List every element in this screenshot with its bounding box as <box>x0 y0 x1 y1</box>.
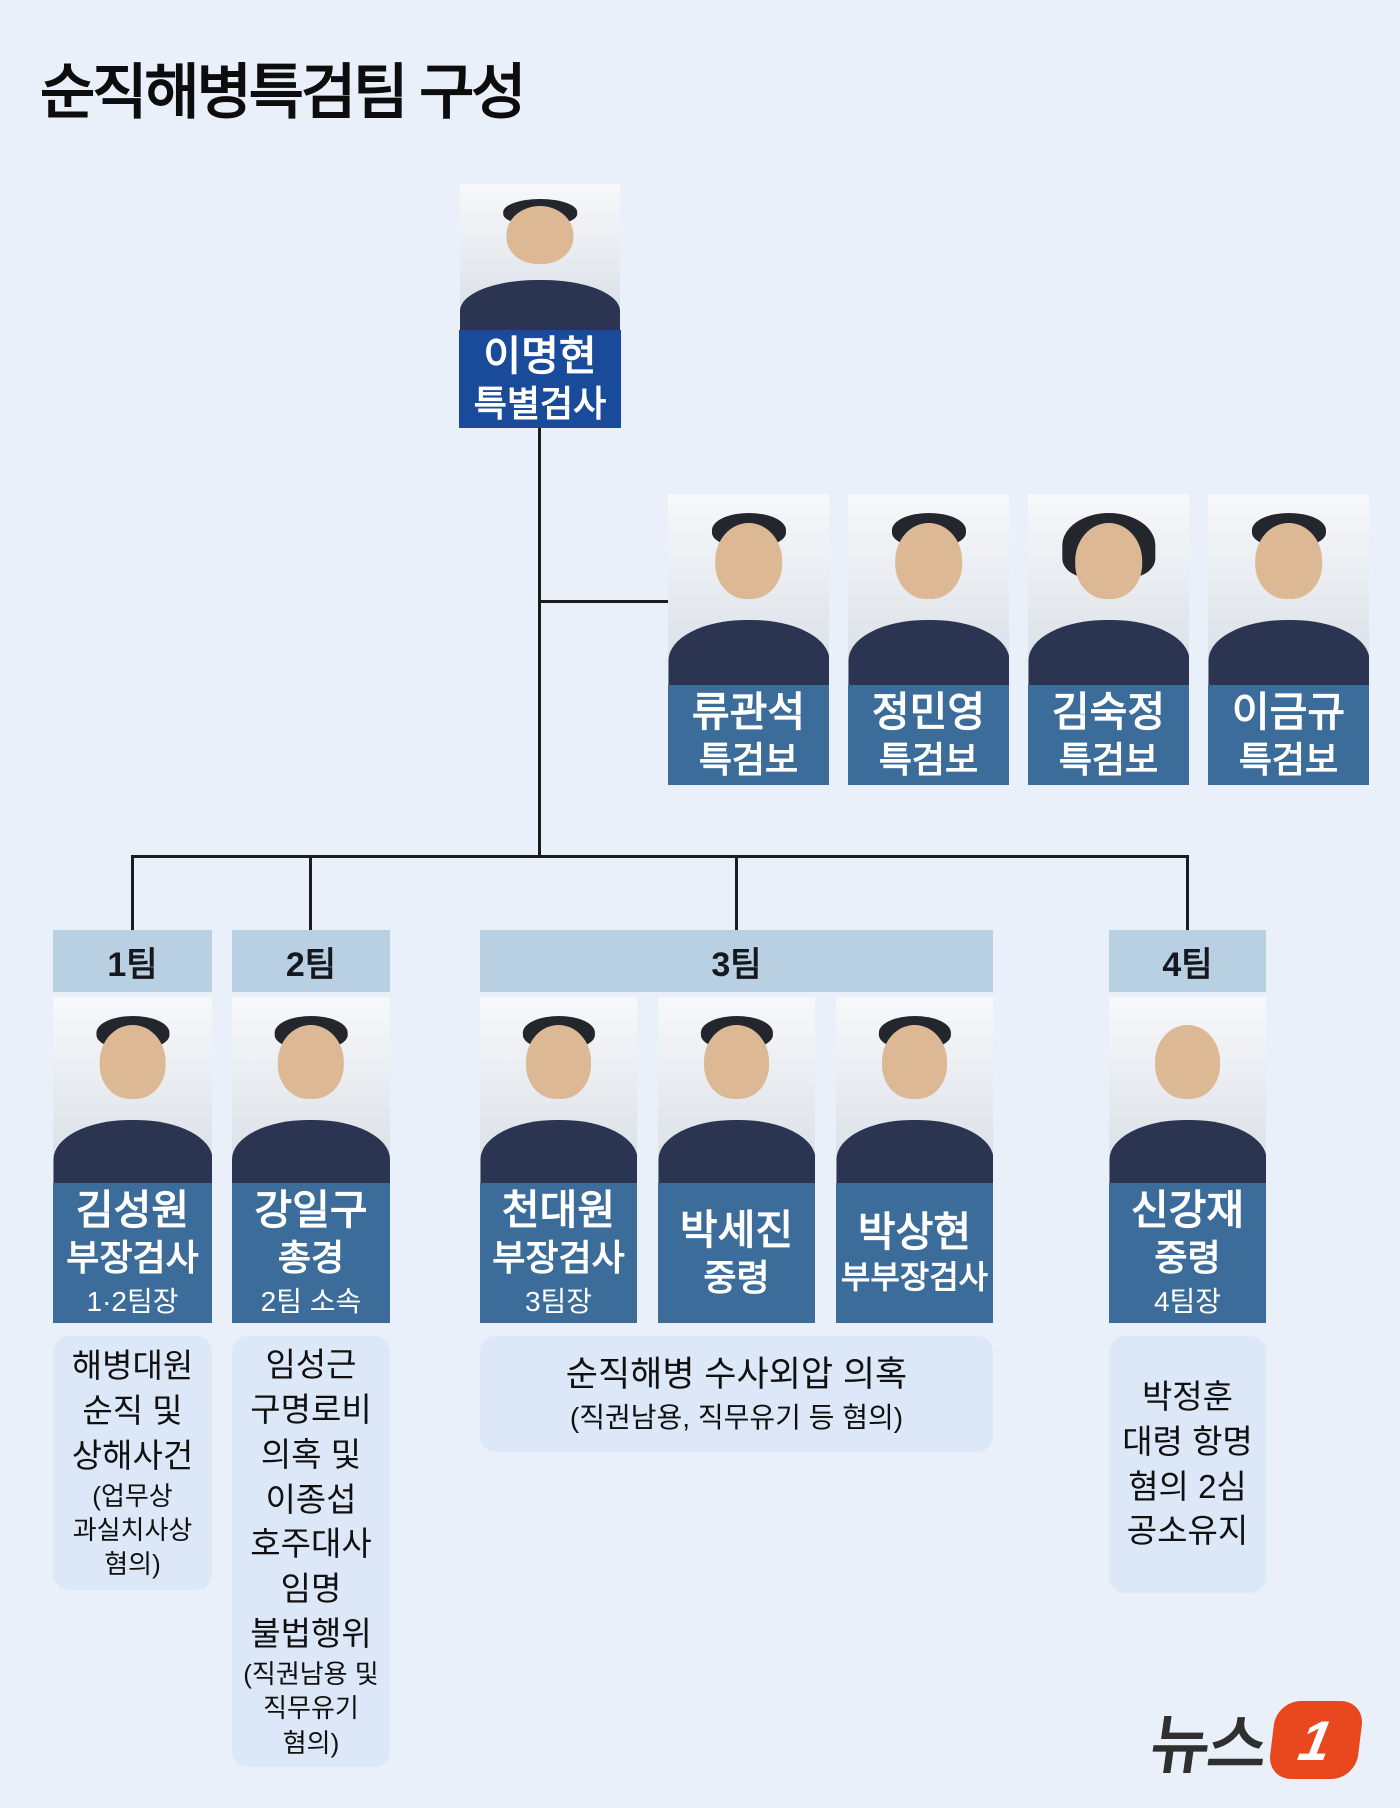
member-role: 중령 <box>703 1256 770 1298</box>
deputy-role: 특검보 <box>698 738 799 780</box>
member-role: 부장검사 <box>66 1237 199 1279</box>
member-name-label: 박상현 부부장검사 <box>836 1183 993 1323</box>
deputy-name: 이금규 <box>1231 688 1346 735</box>
member-role: 부장검사 <box>492 1237 625 1279</box>
member-sub: 1·2팀장 <box>86 1286 179 1318</box>
case-subtext: (직권남용, 직무유기 등 혐의) <box>569 1402 904 1434</box>
deputy-role: 특검보 <box>1058 738 1159 780</box>
member-sub: 4팀장 <box>1153 1286 1222 1318</box>
member-photo <box>53 997 212 1183</box>
member-name-label: 박세진 중령 <box>658 1183 815 1323</box>
team-header-1: 1팀 <box>53 930 212 992</box>
member-role: 부부장검사 <box>840 1259 989 1296</box>
deputy-photo <box>668 494 829 685</box>
news1-text: 뉴스 <box>1146 1709 1271 1781</box>
deputy-photo <box>1208 494 1369 685</box>
member-name: 강일구 <box>254 1187 368 1234</box>
member-name: 박세진 <box>679 1206 794 1253</box>
team-header-4: 4팀 <box>1109 930 1266 992</box>
case-text: 임성근 구명로비 의혹 및 이종섭 호주대사 임명 불법행위 <box>250 1345 372 1653</box>
member-name: 김성원 <box>75 1187 190 1234</box>
deputy-photo <box>1028 494 1189 685</box>
case-subtext: (직권남용 및 직무유기 혐의) <box>243 1659 379 1758</box>
member-name: 박상현 <box>857 1209 972 1256</box>
member-photo <box>836 997 993 1183</box>
connector-teams-horizontal <box>131 855 1189 858</box>
member-photo <box>1109 997 1266 1183</box>
team-header-2: 2팀 <box>232 930 390 992</box>
team2-case-box: 임성근 구명로비 의혹 및 이종섭 호주대사 임명 불법행위 (직권남용 및 직… <box>232 1336 390 1767</box>
chief-photo <box>460 184 620 330</box>
member-name-label: 천대원 부장검사 3팀장 <box>480 1183 637 1323</box>
member-sub: 3팀장 <box>524 1286 593 1318</box>
team4-case-box: 박정훈 대령 항명 혐의 2심 공소유지 <box>1109 1336 1266 1593</box>
connector-drop-team2 <box>309 855 312 932</box>
deputy-name-label: 정민영 특검보 <box>848 685 1009 785</box>
case-text: 박정훈 대령 항명 혐의 2심 공소유지 <box>1122 1377 1253 1550</box>
page-title: 순직해병특검팀 구성 <box>40 59 526 126</box>
deputy-name-label: 이금규 특검보 <box>1208 685 1369 785</box>
deputy-name-label: 류관석 특검보 <box>668 685 829 785</box>
case-subtext: (업무상 과실치사상 혐의) <box>72 1480 193 1580</box>
member-name: 천대원 <box>501 1187 616 1234</box>
deputy-name: 류관석 <box>691 688 806 735</box>
chief-name: 이명현 <box>483 332 597 379</box>
member-photo <box>658 997 815 1183</box>
team-header-3: 3팀 <box>480 930 993 992</box>
case-text: 순직해병 수사외압 의혹 <box>565 1354 908 1394</box>
deputy-name: 김숙정 <box>1051 688 1166 735</box>
connector-drop-team4 <box>1186 855 1189 932</box>
member-name-label: 강일구 총경 2팀 소속 <box>232 1183 390 1323</box>
person-silhouette-icon <box>1154 1024 1221 1100</box>
case-text: 해병대원 순직 및 상해사건 <box>71 1347 194 1474</box>
member-name-label: 신강재 중령 4팀장 <box>1109 1183 1266 1323</box>
team3-case-box: 순직해병 수사외압 의혹 (직권남용, 직무유기 등 혐의) <box>480 1336 993 1452</box>
connector-drop-team3 <box>735 855 738 932</box>
deputy-role: 특검보 <box>1238 738 1339 780</box>
member-name: 신강재 <box>1130 1187 1245 1234</box>
member-photo <box>480 997 637 1183</box>
connector-deputies-horizontal <box>540 600 670 603</box>
member-role: 총경 <box>277 1237 345 1279</box>
news1-badge-icon: 1 <box>1266 1701 1365 1779</box>
connector-drop-team1 <box>131 855 134 932</box>
news1-logo: 뉴스 1 <box>1146 1694 1365 1786</box>
member-role: 중령 <box>1154 1237 1221 1279</box>
deputy-name: 정민영 <box>871 688 986 735</box>
member-photo <box>232 997 390 1183</box>
news1-badge-number: 1 <box>1294 1708 1338 1772</box>
member-sub: 2팀 소속 <box>260 1286 362 1318</box>
chief-role: 특별검사 <box>473 382 607 424</box>
chief-name-label: 이명현 특별검사 <box>459 330 621 428</box>
member-name-label: 김성원 부장검사 1·2팀장 <box>53 1183 212 1323</box>
deputy-name-label: 김숙정 특검보 <box>1028 685 1189 785</box>
team1-case-box: 해병대원 순직 및 상해사건 (업무상 과실치사상 혐의) <box>53 1336 212 1590</box>
deputy-role: 특검보 <box>878 738 979 780</box>
connector-chief-vertical <box>538 427 541 857</box>
deputy-photo <box>848 494 1009 685</box>
